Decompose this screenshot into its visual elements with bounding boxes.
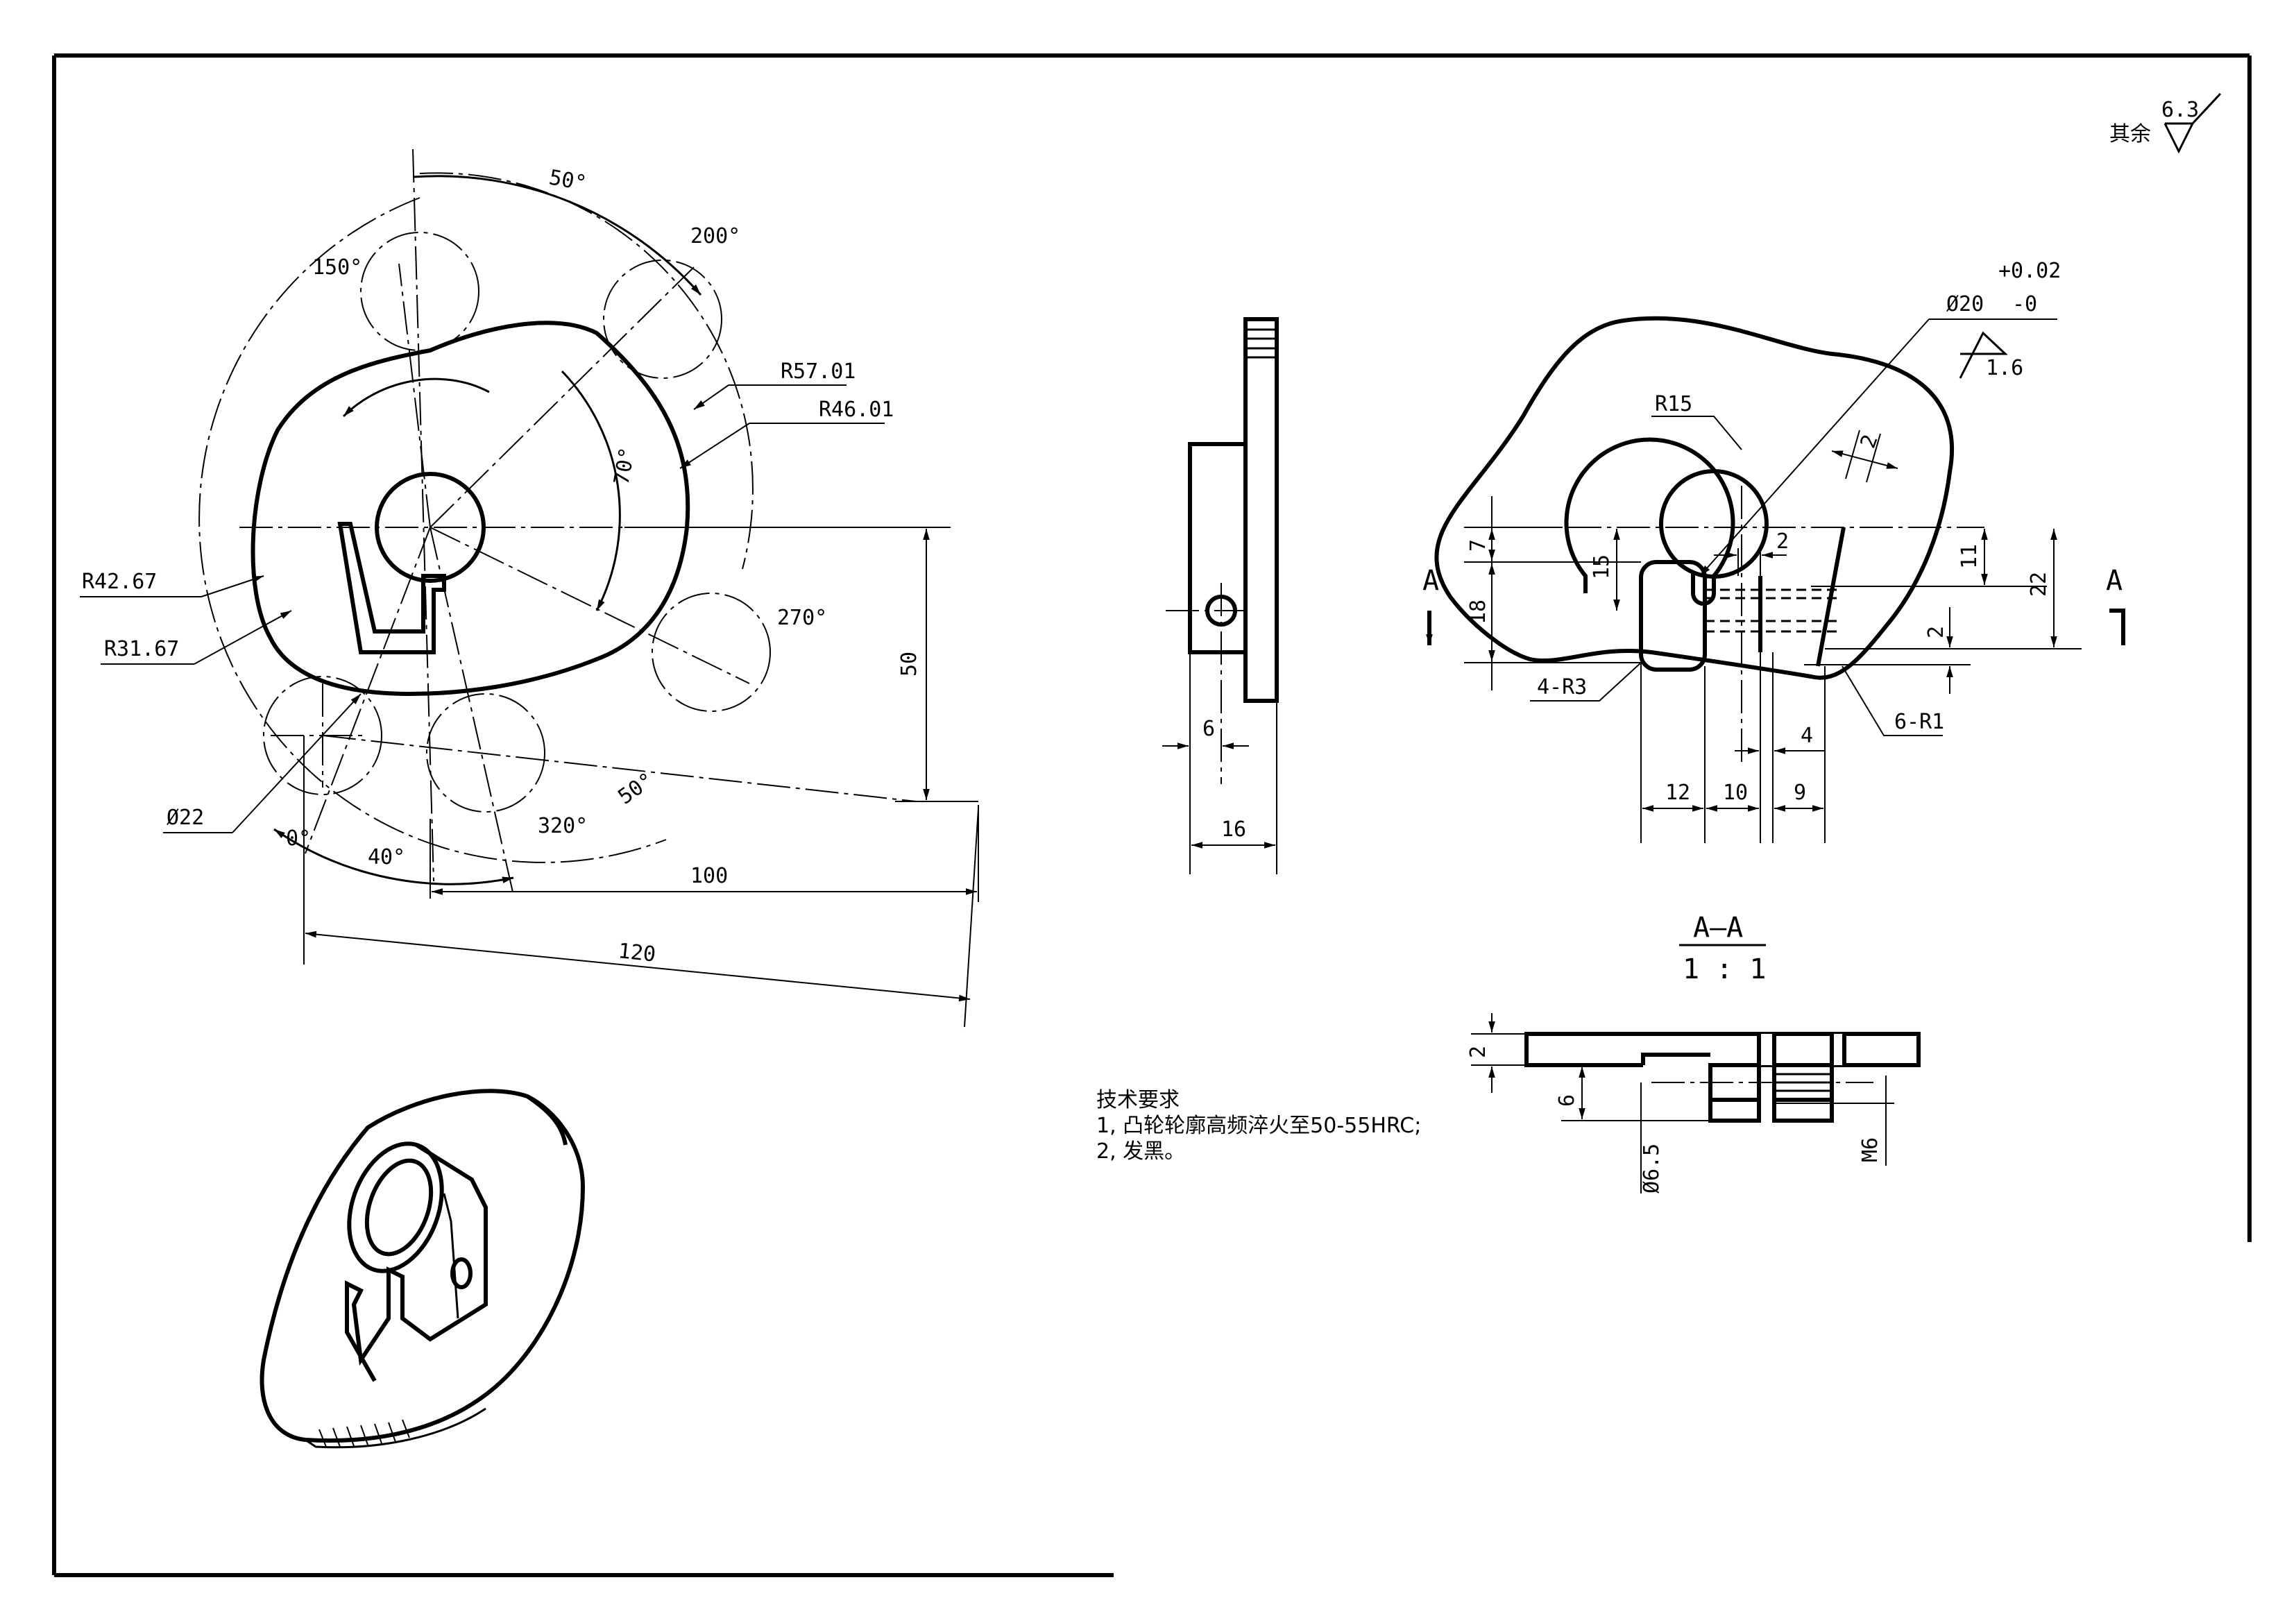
angle-50-bottom: 50°: [614, 768, 658, 810]
cam-main-view: 50° 150° 200° 70° 270° 50° 320° 40° 0° R…: [80, 148, 979, 1028]
roughness-1-6: 1.6: [1986, 356, 2023, 380]
tech-title: 技术要求: [1096, 1088, 1180, 1112]
dimension-120: 120: [617, 939, 657, 967]
section-title: A—A: [1693, 912, 1743, 944]
radius-r15: R15: [1655, 392, 1692, 416]
dimension-9: 9: [1794, 781, 1806, 805]
angle-0: 0°: [286, 826, 311, 851]
radius-r31: R31.67: [104, 637, 179, 661]
radius-r46: R46.01: [819, 398, 894, 422]
right-dimension-2: 2: [1924, 626, 1948, 638]
radius-r42: R42.67: [82, 570, 157, 594]
thread-m6: M6: [1858, 1137, 1882, 1162]
left-dimension-7: 7: [1466, 539, 1490, 552]
angle-40: 40°: [368, 845, 405, 869]
dimension-10: 10: [1723, 781, 1748, 805]
dimension-12: 12: [1665, 781, 1690, 805]
drawing-border: [52, 53, 2252, 1577]
dimension-22: 22: [2027, 572, 2051, 597]
section-mark-left: A: [1422, 565, 1439, 597]
dimension-11: 11: [1957, 544, 1982, 569]
cam-slot: [337, 522, 446, 654]
dimension-4: 4: [1801, 724, 1813, 748]
radius-6-r1: 6-R1: [1894, 710, 1944, 734]
svg-text:6.3: 6.3: [2161, 98, 2199, 122]
section-diameter-6-5: Ø6.5: [1640, 1144, 1664, 1193]
radius-4-r3: 4-R3: [1537, 675, 1587, 699]
section-dimension-2: 2: [1466, 1046, 1490, 1058]
surface-finish-symbol: 其余 6.3: [2109, 92, 2222, 154]
radius-r57: R57.01: [781, 359, 856, 384]
bore-tolerance-lower: -0: [2012, 292, 2037, 316]
section-mark-right: A: [2106, 565, 2123, 597]
front-outline: [1434, 316, 1955, 680]
top-dimension-2: 2: [1856, 432, 1883, 452]
svg-text:其余: 其余: [2109, 122, 2151, 146]
iso-hatch-edge: [318, 1419, 410, 1447]
angle-270: 270°: [777, 606, 827, 630]
dimension-100: 100: [690, 864, 728, 888]
front-view: A A Ø20 +0.02 -0 1.6 R15 4-R3 6-R1 2 2: [1422, 259, 2125, 843]
side-dimension-6: 6: [1202, 717, 1215, 741]
angle-50-top: 50°: [547, 165, 588, 196]
mid-dimension-2: 2: [1776, 529, 1789, 554]
side-dimension-16: 16: [1221, 817, 1246, 842]
angle-150: 150°: [312, 255, 362, 280]
cam-profile: [250, 321, 690, 697]
bore-diameter: Ø20: [1946, 292, 1984, 316]
angle-320: 320°: [538, 814, 588, 838]
dimension-15: 15: [1590, 554, 1614, 579]
section-scale: 1 : 1: [1683, 953, 1766, 985]
left-dimension-18: 18: [1466, 600, 1490, 624]
side-view: 6 16: [1162, 317, 1279, 874]
angle-200: 200°: [690, 224, 740, 248]
section-dimension-6: 6: [1555, 1094, 1579, 1107]
tech-item-2: 2, 发黑。: [1096, 1139, 1185, 1164]
tech-item-1: 1, 凸轮轮廓高频淬火至50-55HRC;: [1096, 1114, 1421, 1138]
technical-requirements: 技术要求 1, 凸轮轮廓高频淬火至50-55HRC; 2, 发黑。: [1096, 1088, 1421, 1164]
bore-tolerance-upper: +0.02: [1998, 259, 2061, 283]
diameter-22: Ø22: [167, 806, 204, 830]
section-view: A—A 1 : 1 2 6 Ø6.5: [1466, 912, 1921, 1193]
dimension-50: 50: [897, 652, 921, 677]
phantom-circles: [198, 172, 771, 863]
angle-70: 70°: [609, 445, 640, 486]
isometric-view: [260, 1089, 586, 1449]
